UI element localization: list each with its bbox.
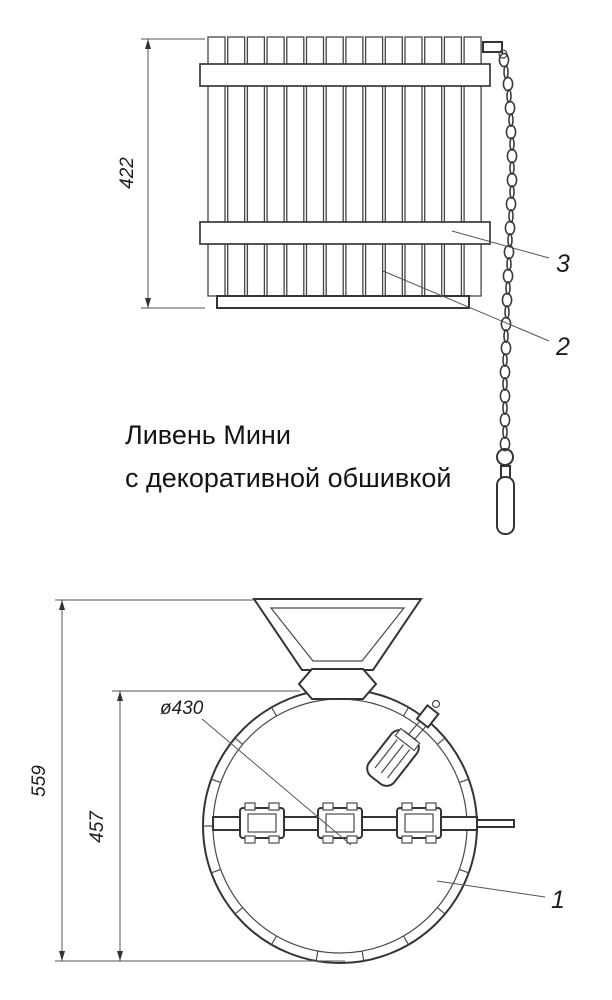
- chain-link: [502, 352, 508, 368]
- hinge-block: [396, 802, 442, 844]
- dimension-diameter: ø430: [160, 698, 352, 846]
- valve-assembly: [366, 699, 441, 787]
- chain-link: [509, 185, 515, 199]
- leader-line: [436, 880, 546, 898]
- product-title: Ливень Мини с декоративной обшивкой: [125, 420, 451, 493]
- front-view: [199, 36, 508, 309]
- chain-link: [502, 376, 508, 392]
- top-view: [202, 598, 515, 964]
- chain-link: [502, 424, 508, 440]
- dimension-label-422: 422: [117, 157, 138, 189]
- chain-link: [502, 76, 514, 92]
- valve-bolt: [415, 703, 440, 729]
- chain-link: [502, 400, 508, 416]
- chain-link: [503, 328, 509, 344]
- leader-line: [382, 270, 550, 342]
- arrowhead: [117, 951, 123, 961]
- arrowhead: [59, 600, 65, 610]
- dimension-label-457: 457: [87, 810, 108, 843]
- callout-body: 1: [436, 880, 565, 914]
- chain-handle: [496, 476, 515, 535]
- valve-stem: [407, 719, 422, 736]
- chain-link: [501, 292, 513, 308]
- chain-link: [499, 412, 511, 428]
- chain-link: [505, 280, 511, 296]
- chain-link: [508, 113, 514, 127]
- product-title-line2: с декоративной обшивкой: [125, 463, 451, 493]
- callout-label-3: 3: [556, 250, 570, 278]
- chain-link: [509, 137, 515, 151]
- chain-link: [503, 65, 509, 79]
- chain-link: [504, 220, 516, 236]
- mount-bracket-inner: [269, 607, 406, 662]
- chain-link: [509, 161, 515, 175]
- chain-link: [499, 364, 511, 380]
- chain-link: [506, 89, 512, 103]
- product-title-line1: Ливень Мини: [125, 420, 291, 450]
- pull-chain: [496, 52, 518, 535]
- chain-link: [506, 256, 512, 272]
- chain-link: [507, 233, 513, 247]
- pull-rod: [482, 41, 503, 53]
- callout-label-1: 1: [551, 886, 565, 914]
- chain-link: [500, 340, 512, 356]
- chain-link: [499, 388, 511, 404]
- chain-link: [505, 196, 517, 212]
- callout-cladding: 2: [382, 270, 570, 361]
- chain-link: [506, 172, 518, 188]
- chain-link: [504, 100, 516, 116]
- valve-pin: [431, 699, 441, 709]
- chain-link: [502, 268, 514, 284]
- callout-label-2: 2: [555, 333, 570, 361]
- chain-link: [508, 209, 514, 223]
- rim-ticks: [203, 707, 477, 962]
- barrel-base: [216, 295, 470, 309]
- valve-ferrule: [394, 727, 421, 752]
- hinge-block: [239, 802, 285, 844]
- dimension-overall-559: 559: [29, 599, 345, 962]
- outlet-hexagon: [297, 668, 378, 700]
- barrel-band-top: [199, 63, 491, 87]
- callout-band: 3: [451, 230, 570, 278]
- leader-line: [451, 230, 550, 259]
- diameter-leader: [201, 718, 352, 846]
- crossbar-handle: [476, 819, 515, 828]
- arrowhead: [145, 39, 151, 49]
- valve-stem: [413, 724, 428, 741]
- barrel-band-bottom: [199, 221, 491, 245]
- arrowhead: [117, 691, 123, 701]
- chain-link: [506, 148, 518, 164]
- arrowhead: [145, 298, 151, 308]
- diameter-label: ø430: [160, 698, 204, 719]
- dimension-height-422: 422: [117, 38, 205, 309]
- arrowhead: [59, 951, 65, 961]
- dimension-body-457: 457: [87, 690, 300, 961]
- dimension-label-559: 559: [29, 765, 50, 797]
- chain-link: [504, 304, 510, 320]
- chain-link: [505, 124, 517, 140]
- chain-link: [498, 52, 510, 68]
